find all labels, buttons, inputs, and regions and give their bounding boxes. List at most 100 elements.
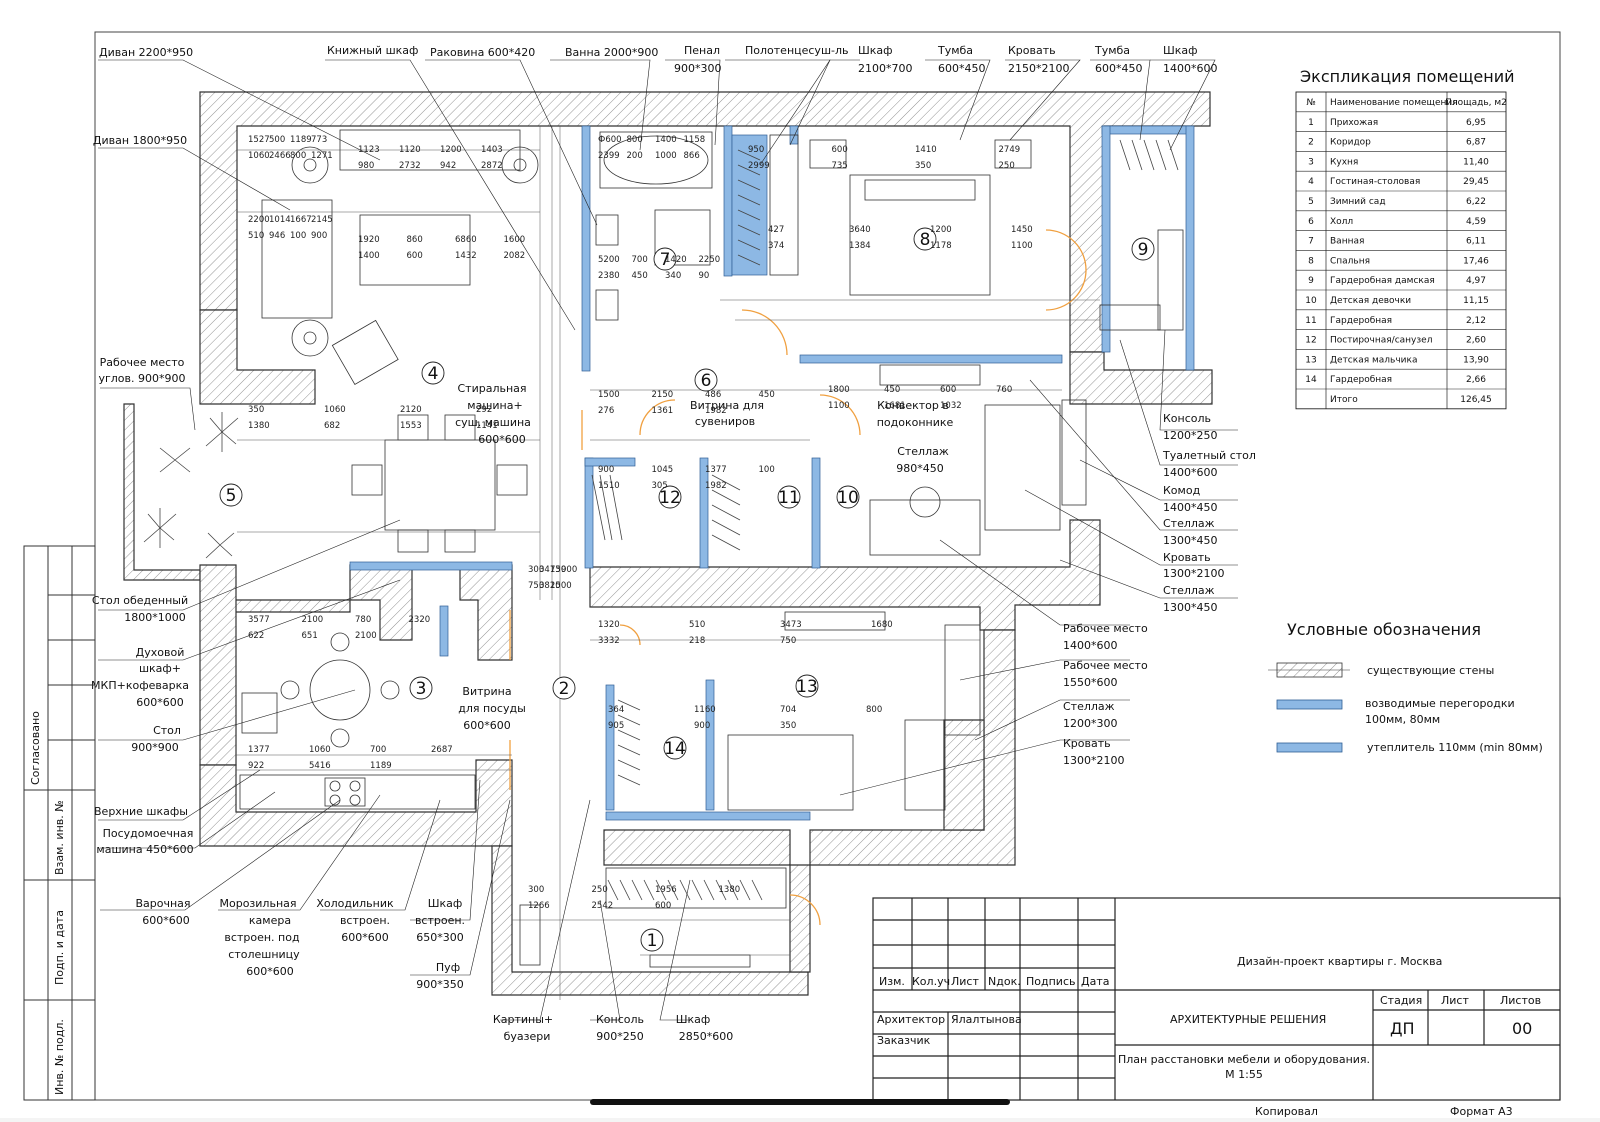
- dimension-label: 218: [689, 636, 705, 646]
- dimension-label: 2200: [248, 215, 270, 225]
- callout: 2850*600: [679, 1030, 734, 1043]
- explication-cell-name: Кухня: [1330, 157, 1358, 167]
- dimension-label: 2872: [481, 161, 503, 171]
- callout: Стол: [153, 724, 181, 737]
- dimension-label: 1060: [248, 151, 270, 161]
- explication-cell-name: Спальня: [1330, 256, 1370, 266]
- chair: [444, 529, 476, 553]
- callout: столешницу: [228, 948, 300, 961]
- explication-title: Экспликация помещений: [1300, 67, 1515, 86]
- callout: Тумба: [1094, 44, 1130, 57]
- callout: Рабочее место: [1063, 659, 1148, 672]
- dimension-label: 2250: [699, 255, 721, 265]
- callout: 1400*450: [1163, 501, 1218, 514]
- callout: суш. машина: [455, 416, 531, 429]
- tb-sheets: 00: [1512, 1019, 1532, 1038]
- dimension-label: 2082: [504, 251, 526, 261]
- console: [1157, 229, 1184, 331]
- callout: Полотенцесуш-ль: [745, 44, 849, 57]
- callout: 600*600: [246, 965, 294, 978]
- callouts-top: Диван 2200*950 Книжный шкаф Раковина 600…: [99, 44, 1218, 75]
- dimension-label: 2380: [598, 271, 620, 281]
- dimension-label: 1384: [849, 241, 871, 251]
- dimension-label: 100: [290, 231, 306, 241]
- dimension-label: 1380: [248, 421, 270, 431]
- dimension-label: 250: [999, 161, 1015, 171]
- room-number: 12: [659, 488, 681, 508]
- stamp-approved: Согласовано: [29, 711, 42, 785]
- dimension-label: 2999: [748, 161, 770, 171]
- dimension-label: 900: [561, 565, 577, 575]
- callout: Диван 1800*950: [93, 134, 187, 147]
- dimension-label: 250: [592, 885, 608, 895]
- dimension-label: 1060: [324, 405, 346, 415]
- explication-cell-area: 4,59: [1466, 217, 1486, 227]
- explication-cell-num: 13: [1305, 355, 1316, 365]
- explication-cell-num: 6: [1308, 217, 1314, 227]
- dimension-label: 600: [832, 145, 848, 155]
- callout: Консоль: [1163, 412, 1211, 425]
- stamp-inv-orig: Инв. № подл.: [53, 1019, 66, 1095]
- dimension-label: 735: [832, 161, 848, 171]
- dimension-label: 90: [699, 271, 710, 281]
- dimension-label: 760: [996, 385, 1012, 395]
- callout: 600*450: [938, 62, 986, 75]
- dimension-label: 374: [768, 241, 784, 251]
- kitchen-counter: [239, 774, 476, 810]
- partition: [723, 125, 733, 277]
- callout: Витрина для: [690, 399, 764, 412]
- explication-cell-name: Итого: [1330, 395, 1358, 405]
- tb-col: Кол.уч: [912, 975, 950, 988]
- burner: [349, 780, 361, 792]
- explication-cell-name: Гардеробная: [1330, 375, 1392, 385]
- explication-cell-area: 17,46: [1463, 256, 1489, 266]
- dimension-label: 1956: [655, 885, 677, 895]
- explication-cell-area: 6,22: [1466, 197, 1486, 207]
- dimension-label: 500: [269, 135, 285, 145]
- dimension-label: 622: [248, 631, 264, 641]
- callout: углов. 900*900: [98, 372, 185, 385]
- explication-cell-name: Детская девочки: [1330, 296, 1411, 306]
- explication-cell-name: Гардеробная: [1330, 316, 1392, 326]
- dimension-label: 750: [780, 636, 796, 646]
- sofa-1800: [261, 199, 333, 319]
- dimension-label: 1123: [358, 145, 380, 155]
- dimension-label: Ф600: [598, 135, 622, 145]
- armchair: [331, 319, 399, 385]
- dimension-label: 1060: [309, 745, 331, 755]
- callouts-left: Диван 1800*950 Рабочее место углов. 900*…: [91, 134, 194, 856]
- room-number: 10: [837, 488, 859, 508]
- scroll-indicator[interactable]: [590, 1099, 1010, 1105]
- kitchen-table: [309, 659, 371, 721]
- chair: [496, 464, 528, 496]
- callout: 1800*1000: [124, 611, 186, 624]
- nightstand: [809, 139, 847, 169]
- callout: встроен.: [340, 914, 390, 927]
- bath-box: [599, 131, 713, 189]
- sink-kitchen: [241, 692, 278, 734]
- wall-left-bay: [199, 309, 316, 405]
- callout: Стеллаж: [1063, 700, 1115, 713]
- room-number: 7: [660, 250, 671, 270]
- existing-walls: [123, 91, 1213, 996]
- wall-garden: [123, 403, 201, 581]
- explication-cell-area: 11,40: [1463, 157, 1489, 167]
- dimension-label: 1680: [871, 620, 893, 630]
- dimension-label: 1403: [481, 145, 503, 155]
- title-block: [872, 897, 1561, 1101]
- dimension-label: 486: [705, 390, 721, 400]
- dimension-label: 1141: [476, 421, 498, 431]
- lamp: [513, 158, 527, 172]
- coffee-table: [359, 214, 471, 286]
- tb-col: Nдок.: [988, 975, 1021, 988]
- dimension-label: 1100: [1011, 241, 1033, 251]
- lamp: [291, 146, 329, 184]
- dimension-label: 2320: [409, 615, 431, 625]
- wardrobe-hall: [605, 867, 787, 909]
- toilet: [595, 289, 619, 321]
- callout: МКП+кофеварка: [91, 679, 189, 692]
- tb-architect-name: Ялалтынова: [951, 1013, 1022, 1026]
- burner: [349, 794, 361, 806]
